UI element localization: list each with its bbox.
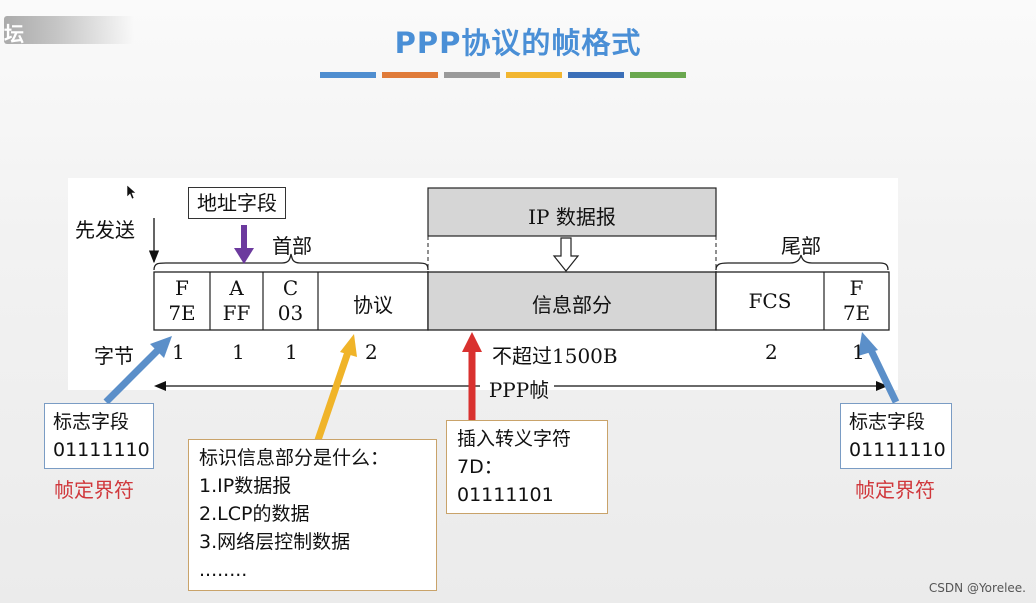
- slide-title: PPP协议的帧格式: [394, 26, 642, 60]
- color-bar: [506, 72, 562, 78]
- bytes-label: 字节: [94, 344, 134, 368]
- frame-label: PPP帧: [488, 378, 550, 402]
- trailer-brace: [715, 254, 889, 271]
- byte-count: 1: [232, 340, 245, 364]
- header-brace: [153, 253, 429, 271]
- field-name: C: [282, 276, 299, 300]
- ip-datagram-label: IP 数据报: [528, 205, 616, 229]
- flag-left-caption: 帧定界符: [54, 478, 134, 502]
- field-information: 信息部分: [532, 293, 612, 317]
- address-pointer-icon: [234, 248, 254, 264]
- field-address: A FF: [210, 276, 263, 326]
- callout-value: 01111110: [53, 439, 150, 461]
- trailer-fields-box: [715, 271, 890, 331]
- field-value: FF: [222, 301, 251, 325]
- escape-pointer-icon: [462, 332, 482, 352]
- field-name: A: [229, 276, 244, 300]
- field-value: 03: [277, 301, 304, 325]
- send-first-label: 先发送: [75, 218, 135, 242]
- callout-line: ........: [199, 559, 248, 581]
- field-value: 7E: [842, 301, 871, 325]
- callout-line: 1.IP数据报: [199, 475, 292, 497]
- field-control: C 03: [263, 276, 318, 326]
- flag-left-pointer-icon: [150, 336, 172, 358]
- field-flag-end: F 7E: [824, 276, 889, 326]
- color-bar: [630, 72, 686, 78]
- header-label: 首部: [272, 234, 312, 258]
- field-name: F: [175, 276, 189, 300]
- frame-arrowhead-right: [876, 381, 888, 391]
- byte-count: 1: [285, 340, 298, 364]
- protocol-callout: 标识信息部分是什么： 1.IP数据报 2.LCP的数据 3.网络层控制数据 ..…: [188, 439, 437, 591]
- field-protocol: 协议: [353, 293, 393, 317]
- callout-line: 3.网络层控制数据: [199, 531, 351, 553]
- color-bar: [568, 72, 624, 78]
- color-bar: [320, 72, 376, 78]
- flag-left-pointer-shaft: [103, 345, 163, 405]
- flag-left-callout: 标志字段 01111110: [44, 403, 154, 469]
- credit-watermark: CSDN @Yorelee.: [928, 581, 1026, 595]
- callout-line: 标识信息部分是什么：: [199, 447, 390, 469]
- color-bar: [444, 72, 500, 78]
- field-fcs: FCS: [748, 289, 792, 313]
- field-name: F: [849, 276, 864, 300]
- flag-right-callout: 标志字段 01111110: [840, 403, 952, 469]
- watermark-bar: [4, 16, 134, 44]
- byte-count: 2: [765, 340, 778, 364]
- field-flag-start: F 7E: [154, 276, 210, 326]
- byte-count: 1: [172, 340, 185, 364]
- byte-count: 1: [852, 340, 865, 364]
- down-arrow-icon: [552, 237, 580, 272]
- callout-value: 01111110: [849, 439, 946, 461]
- callout-title: 标志字段: [849, 411, 926, 433]
- ip-datagram-box: [427, 187, 717, 237]
- frame-arrowhead-left: [154, 381, 166, 391]
- color-bars: [320, 72, 686, 78]
- callout-title: 标志字段: [53, 411, 130, 433]
- escape-callout: 插入转义字符 7D：01111101: [446, 420, 608, 514]
- callout-line: 7D：01111101: [457, 456, 554, 506]
- address-field-callout: 地址字段: [188, 187, 286, 219]
- flag-right-pointer-shaft: [866, 346, 900, 404]
- callout-line: 2.LCP的数据: [199, 503, 310, 525]
- color-bar: [382, 72, 438, 78]
- flag-right-pointer-icon: [858, 332, 878, 356]
- mouse-cursor-icon: [126, 184, 137, 200]
- byte-count: 不超过1500B: [492, 344, 618, 368]
- field-value: 7E: [168, 301, 196, 325]
- protocol-pointer-shaft: [314, 350, 352, 442]
- watermark-text: 坛: [4, 22, 24, 46]
- flag-right-caption: 帧定界符: [855, 478, 935, 502]
- info-field-box: [427, 271, 717, 331]
- header-fields-box: [153, 271, 429, 331]
- trailer-label: 尾部: [781, 234, 821, 258]
- byte-count: 2: [365, 340, 378, 364]
- callout-line: 插入转义字符: [457, 428, 572, 450]
- protocol-pointer-icon: [340, 334, 357, 357]
